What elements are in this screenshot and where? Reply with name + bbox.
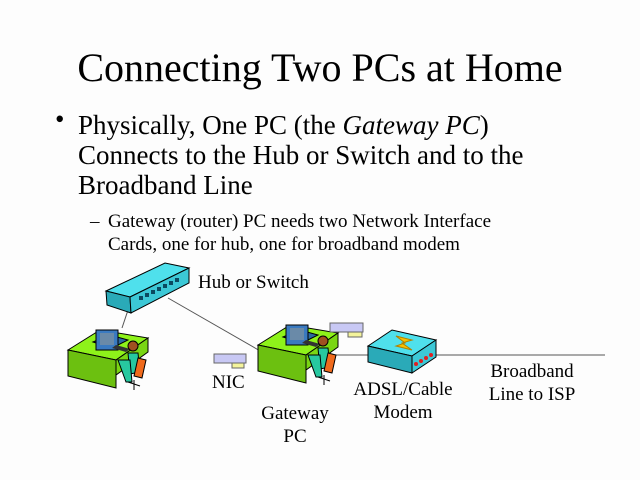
bullet-marker: •: [55, 104, 65, 134]
bullet-text: Physically, One PC (the: [78, 110, 343, 140]
gateway-pc-icon: [256, 324, 340, 385]
hub-label: Hub or Switch: [198, 272, 309, 293]
gateway-label-2: PC: [283, 426, 307, 447]
bullet-line-1: Physically, One PC (the Gateway PC): [78, 110, 489, 140]
nic-card-icon: [213, 353, 247, 369]
bullet-text: ): [479, 110, 489, 140]
cable-hub-to-gateway: [167, 297, 263, 353]
nic-card-icon: [329, 322, 364, 338]
modem-label-2: Modem: [373, 402, 433, 423]
bullet-line-3: Broadband Line: [78, 170, 253, 200]
bullet-emphasis: Gateway PC: [342, 110, 480, 140]
sub-bullet-line-2: Cards, one for hub, one for broadband mo…: [108, 234, 460, 255]
slide-title: Connecting Two PCs at Home: [77, 45, 563, 90]
sub-bullet-line-1: Gateway (router) PC needs two Network In…: [108, 211, 492, 232]
broadband-label-2: Line to ISP: [488, 384, 576, 405]
modem-label-1: ADSL/Cable: [353, 379, 453, 400]
gateway-label-1: Gateway: [261, 403, 329, 424]
hub-switch-icon: [104, 262, 191, 314]
broadband-label-1: Broadband: [490, 361, 574, 382]
bullet-line-2: Connects to the Hub or Switch and to the: [78, 140, 524, 170]
workstation-pc-icon: [66, 329, 150, 390]
cables: [121, 297, 605, 356]
nic-label: NIC: [212, 372, 245, 393]
modem-icon: [366, 329, 438, 374]
cable-hub-to-pc: [121, 309, 129, 329]
sub-bullet-marker: –: [90, 211, 100, 232]
